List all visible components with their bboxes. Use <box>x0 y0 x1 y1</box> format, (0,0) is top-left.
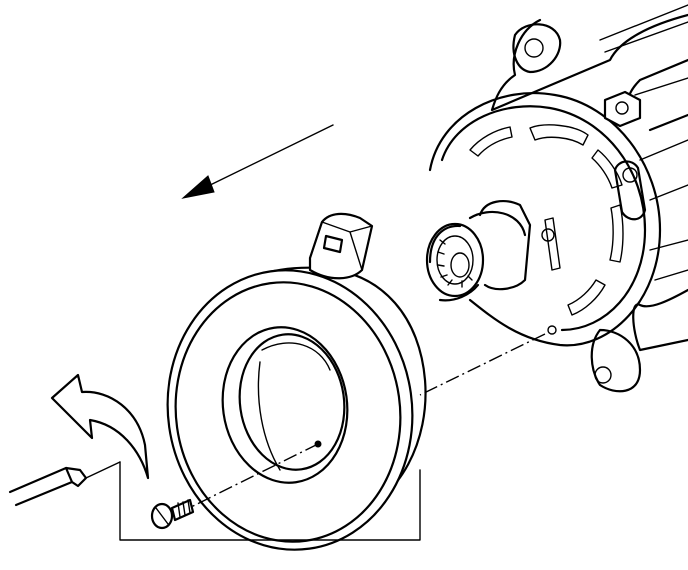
screwdriver-tip <box>8 461 121 507</box>
removal-direction-arrow-icon <box>181 124 334 199</box>
compressor-body <box>425 4 688 393</box>
wire-connector <box>308 212 374 280</box>
clutch-coil <box>166 266 427 551</box>
curved-rotation-arrow-icon <box>50 373 150 480</box>
alignment-centerline <box>119 333 546 541</box>
retaining-screw <box>150 498 195 530</box>
